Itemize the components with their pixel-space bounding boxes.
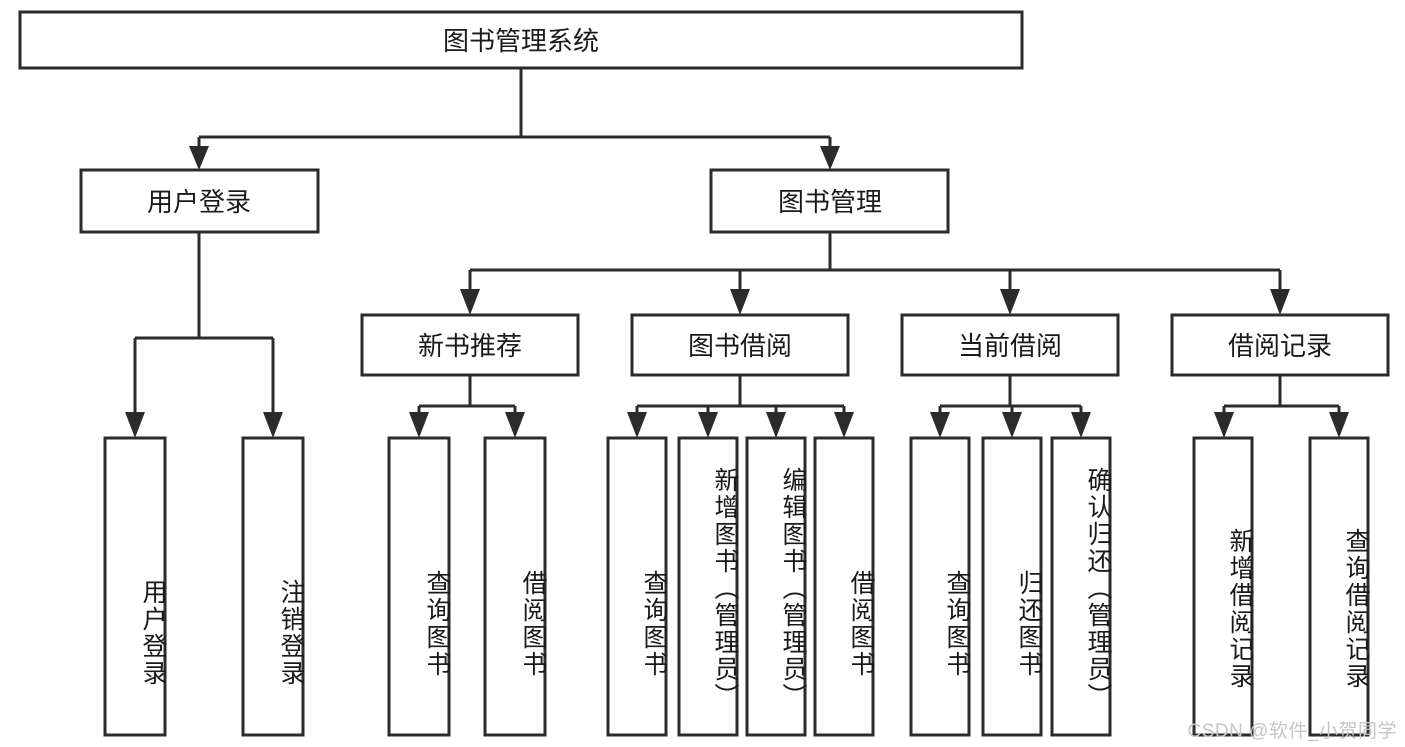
- node-leaf-user-login-box[interactable]: [103, 436, 167, 737]
- node-user-login-box[interactable]: [79, 168, 320, 234]
- arrowhead-user-login: [189, 146, 209, 170]
- arrowhead-leaf-query-book-1: [409, 412, 429, 438]
- node-leaf-query-book-3-box[interactable]: [909, 436, 971, 737]
- node-book-borrow-box[interactable]: [630, 313, 850, 377]
- node-leaf-query-borrow-record-box[interactable]: [1308, 436, 1370, 737]
- node-leaf-logout-login-box[interactable]: [241, 436, 305, 737]
- arrowhead-borrow-record: [1270, 289, 1290, 315]
- arrowhead-leaf-query-borrow-record: [1329, 412, 1349, 438]
- arrowhead-leaf-borrow-book-2: [834, 412, 854, 438]
- node-leaf-edit-book-admin-box[interactable]: [745, 436, 807, 737]
- node-leaf-return-book-box[interactable]: [981, 436, 1043, 737]
- node-leaf-borrow-book-1-box[interactable]: [483, 436, 547, 737]
- node-borrow-record-box[interactable]: [1170, 313, 1390, 377]
- arrowhead-new-book-recommend: [460, 289, 480, 315]
- arrowhead-leaf-add-book-admin: [698, 412, 718, 438]
- connector-layer: [125, 68, 1349, 438]
- node-layer: 图书管理系统 用户登录 图书管理 新书推荐 图书借阅 当前借阅 借阅记录: [18, 10, 1390, 737]
- node-book-manage-label: 图书管理: [778, 187, 882, 217]
- node-root-label: 图书管理系统: [443, 26, 599, 56]
- arrowhead-leaf-add-borrow-record: [1214, 412, 1234, 438]
- arrowhead-leaf-confirm-return-admin: [1071, 412, 1091, 438]
- arrowhead-leaf-borrow-book-1: [505, 412, 525, 438]
- node-leaf-borrow-book-2-box[interactable]: [813, 436, 875, 737]
- node-leaf-query-book-1-box[interactable]: [387, 436, 451, 737]
- node-user-login-label: 用户登录: [147, 187, 251, 217]
- node-book-manage-box[interactable]: [709, 168, 950, 234]
- node-root-box[interactable]: [18, 10, 1024, 70]
- node-new-book-recommend-label: 新书推荐: [418, 331, 522, 361]
- node-new-book-recommend-box[interactable]: [360, 313, 580, 377]
- node-leaf-add-borrow-record-box[interactable]: [1192, 436, 1254, 737]
- arrowhead-book-manage: [820, 146, 840, 170]
- node-leaf-add-book-admin-box[interactable]: [677, 436, 739, 737]
- arrowhead-leaf-user-login: [125, 412, 145, 438]
- node-leaf-query-book-2-box[interactable]: [606, 436, 668, 737]
- node-current-borrow-label: 当前借阅: [958, 331, 1062, 361]
- node-borrow-record-label: 借阅记录: [1228, 331, 1332, 361]
- csdn-watermark: CSDN @软件_小贺同学: [1187, 721, 1397, 742]
- arrowhead-leaf-edit-book-admin: [766, 412, 786, 438]
- arrowhead-leaf-logout-login: [263, 412, 283, 438]
- arrowhead-leaf-return-book: [1002, 412, 1022, 438]
- arrowhead-book-borrow: [730, 289, 750, 315]
- arrowhead-leaf-query-book-2: [627, 412, 647, 438]
- node-book-borrow-label: 图书借阅: [688, 331, 792, 361]
- arrowhead-current-borrow: [1000, 289, 1020, 315]
- node-current-borrow-box[interactable]: [900, 313, 1120, 377]
- arrowhead-leaf-query-book-3: [930, 412, 950, 438]
- node-leaf-confirm-return-admin-box[interactable]: [1050, 436, 1112, 737]
